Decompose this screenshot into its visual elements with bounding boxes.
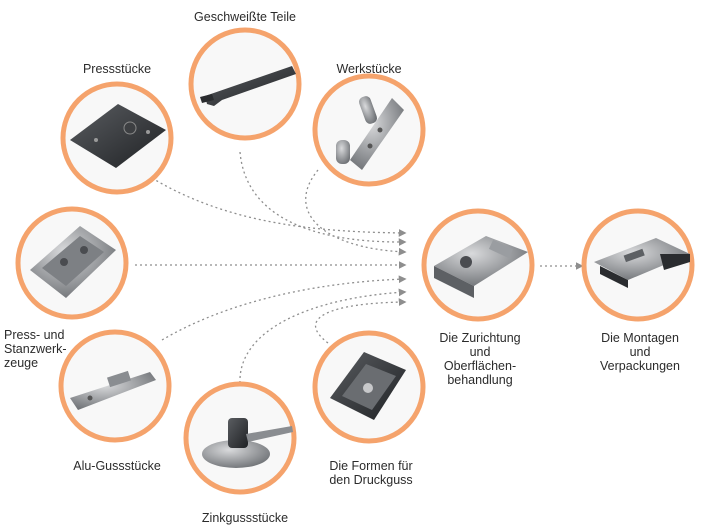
node-alu	[58, 329, 172, 443]
press-tool-icon	[30, 226, 116, 298]
node-montagen	[581, 208, 695, 322]
node-zink	[183, 381, 297, 495]
label-formen: Die Formen für den Druckguss	[329, 459, 413, 487]
arrow-formen	[315, 298, 407, 344]
welded-part-icon	[200, 66, 296, 106]
label-alu: Alu-Gussstücke	[73, 459, 161, 473]
arrow-geschweisste	[239, 151, 407, 246]
aluminum-casting-icon	[70, 370, 156, 410]
arrow-alu	[161, 275, 407, 341]
label-zink: Zinkgussstücke	[201, 511, 289, 525]
node-formen	[312, 330, 426, 444]
connector-arrows	[135, 151, 584, 384]
node-zurichtung	[421, 208, 535, 322]
finished-part-icon	[434, 236, 528, 298]
zinc-casting-icon	[202, 418, 293, 468]
label-montagen: Die Montagen und Verpackungen	[600, 331, 680, 373]
hinge-icon	[336, 96, 404, 170]
node-stanzwerkzeuge	[15, 206, 129, 320]
label-werkstuecke: Werkstücke	[336, 62, 402, 76]
label-zurichtung: Die Zurichtung und Oberflächen- behandlu…	[439, 331, 521, 387]
label-geschweisste: Geschweißte Teile	[194, 10, 296, 24]
arrow-werkstuecke	[305, 169, 407, 256]
label-pressstuecke: Pressstücke	[82, 62, 152, 76]
node-geschweisste	[188, 27, 302, 141]
node-pressstuecke	[60, 81, 174, 195]
pressed-plate-icon	[70, 104, 166, 168]
assembly-icon	[594, 238, 690, 288]
arrow-zink	[239, 288, 407, 384]
node-werkstuecke	[312, 73, 426, 187]
die-mold-icon	[330, 352, 406, 420]
label-stanzwerkzeuge: Press- und Stanzwerk- zeuge	[4, 328, 67, 370]
